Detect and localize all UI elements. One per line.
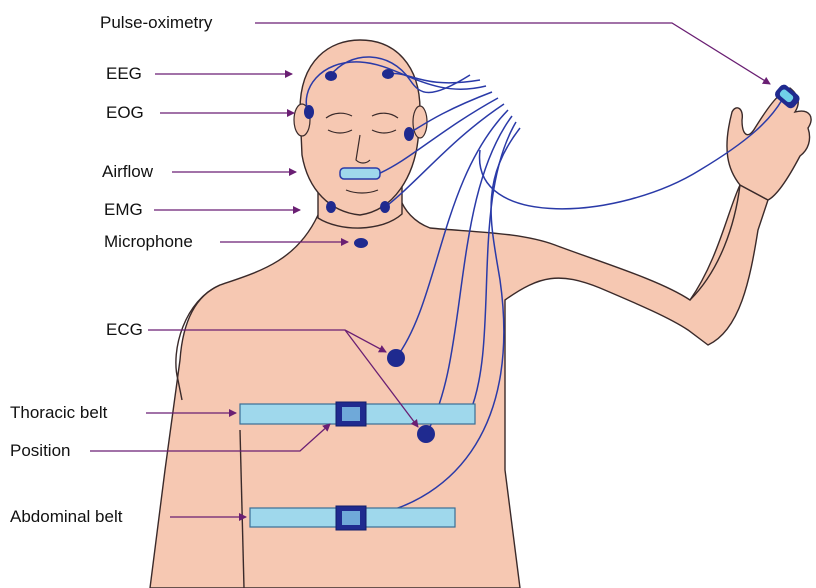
- eeg-electrode-left: [325, 71, 337, 81]
- position-sensor-inner: [342, 407, 360, 421]
- label-thoracic-belt: Thoracic belt: [10, 403, 107, 423]
- abdominal-sensor-inner: [342, 511, 360, 525]
- label-position: Position: [10, 441, 70, 461]
- label-pulse-oximetry: Pulse-oximetry: [100, 13, 212, 33]
- eeg-electrode-right: [382, 69, 394, 79]
- emg-electrode-right: [380, 201, 390, 213]
- label-airflow: Airflow: [102, 162, 153, 182]
- label-eeg: EEG: [106, 64, 142, 84]
- label-eog: EOG: [106, 103, 144, 123]
- eog-electrode-right: [404, 127, 414, 141]
- ecg-electrode-lower: [417, 425, 435, 443]
- label-ecg: ECG: [106, 320, 143, 340]
- thoracic-belt: [240, 402, 475, 426]
- ecg-electrode-upper: [387, 349, 405, 367]
- emg-electrode-left: [326, 201, 336, 213]
- label-emg: EMG: [104, 200, 143, 220]
- label-microphone: Microphone: [104, 232, 193, 252]
- right-ear: [413, 106, 427, 138]
- human-figure: [150, 40, 811, 588]
- airflow-cannula: [340, 168, 380, 179]
- eog-electrode-left: [304, 105, 314, 119]
- label-abdominal-belt: Abdominal belt: [10, 507, 122, 527]
- abdominal-belt: [250, 506, 455, 530]
- microphone-sensor: [354, 238, 368, 248]
